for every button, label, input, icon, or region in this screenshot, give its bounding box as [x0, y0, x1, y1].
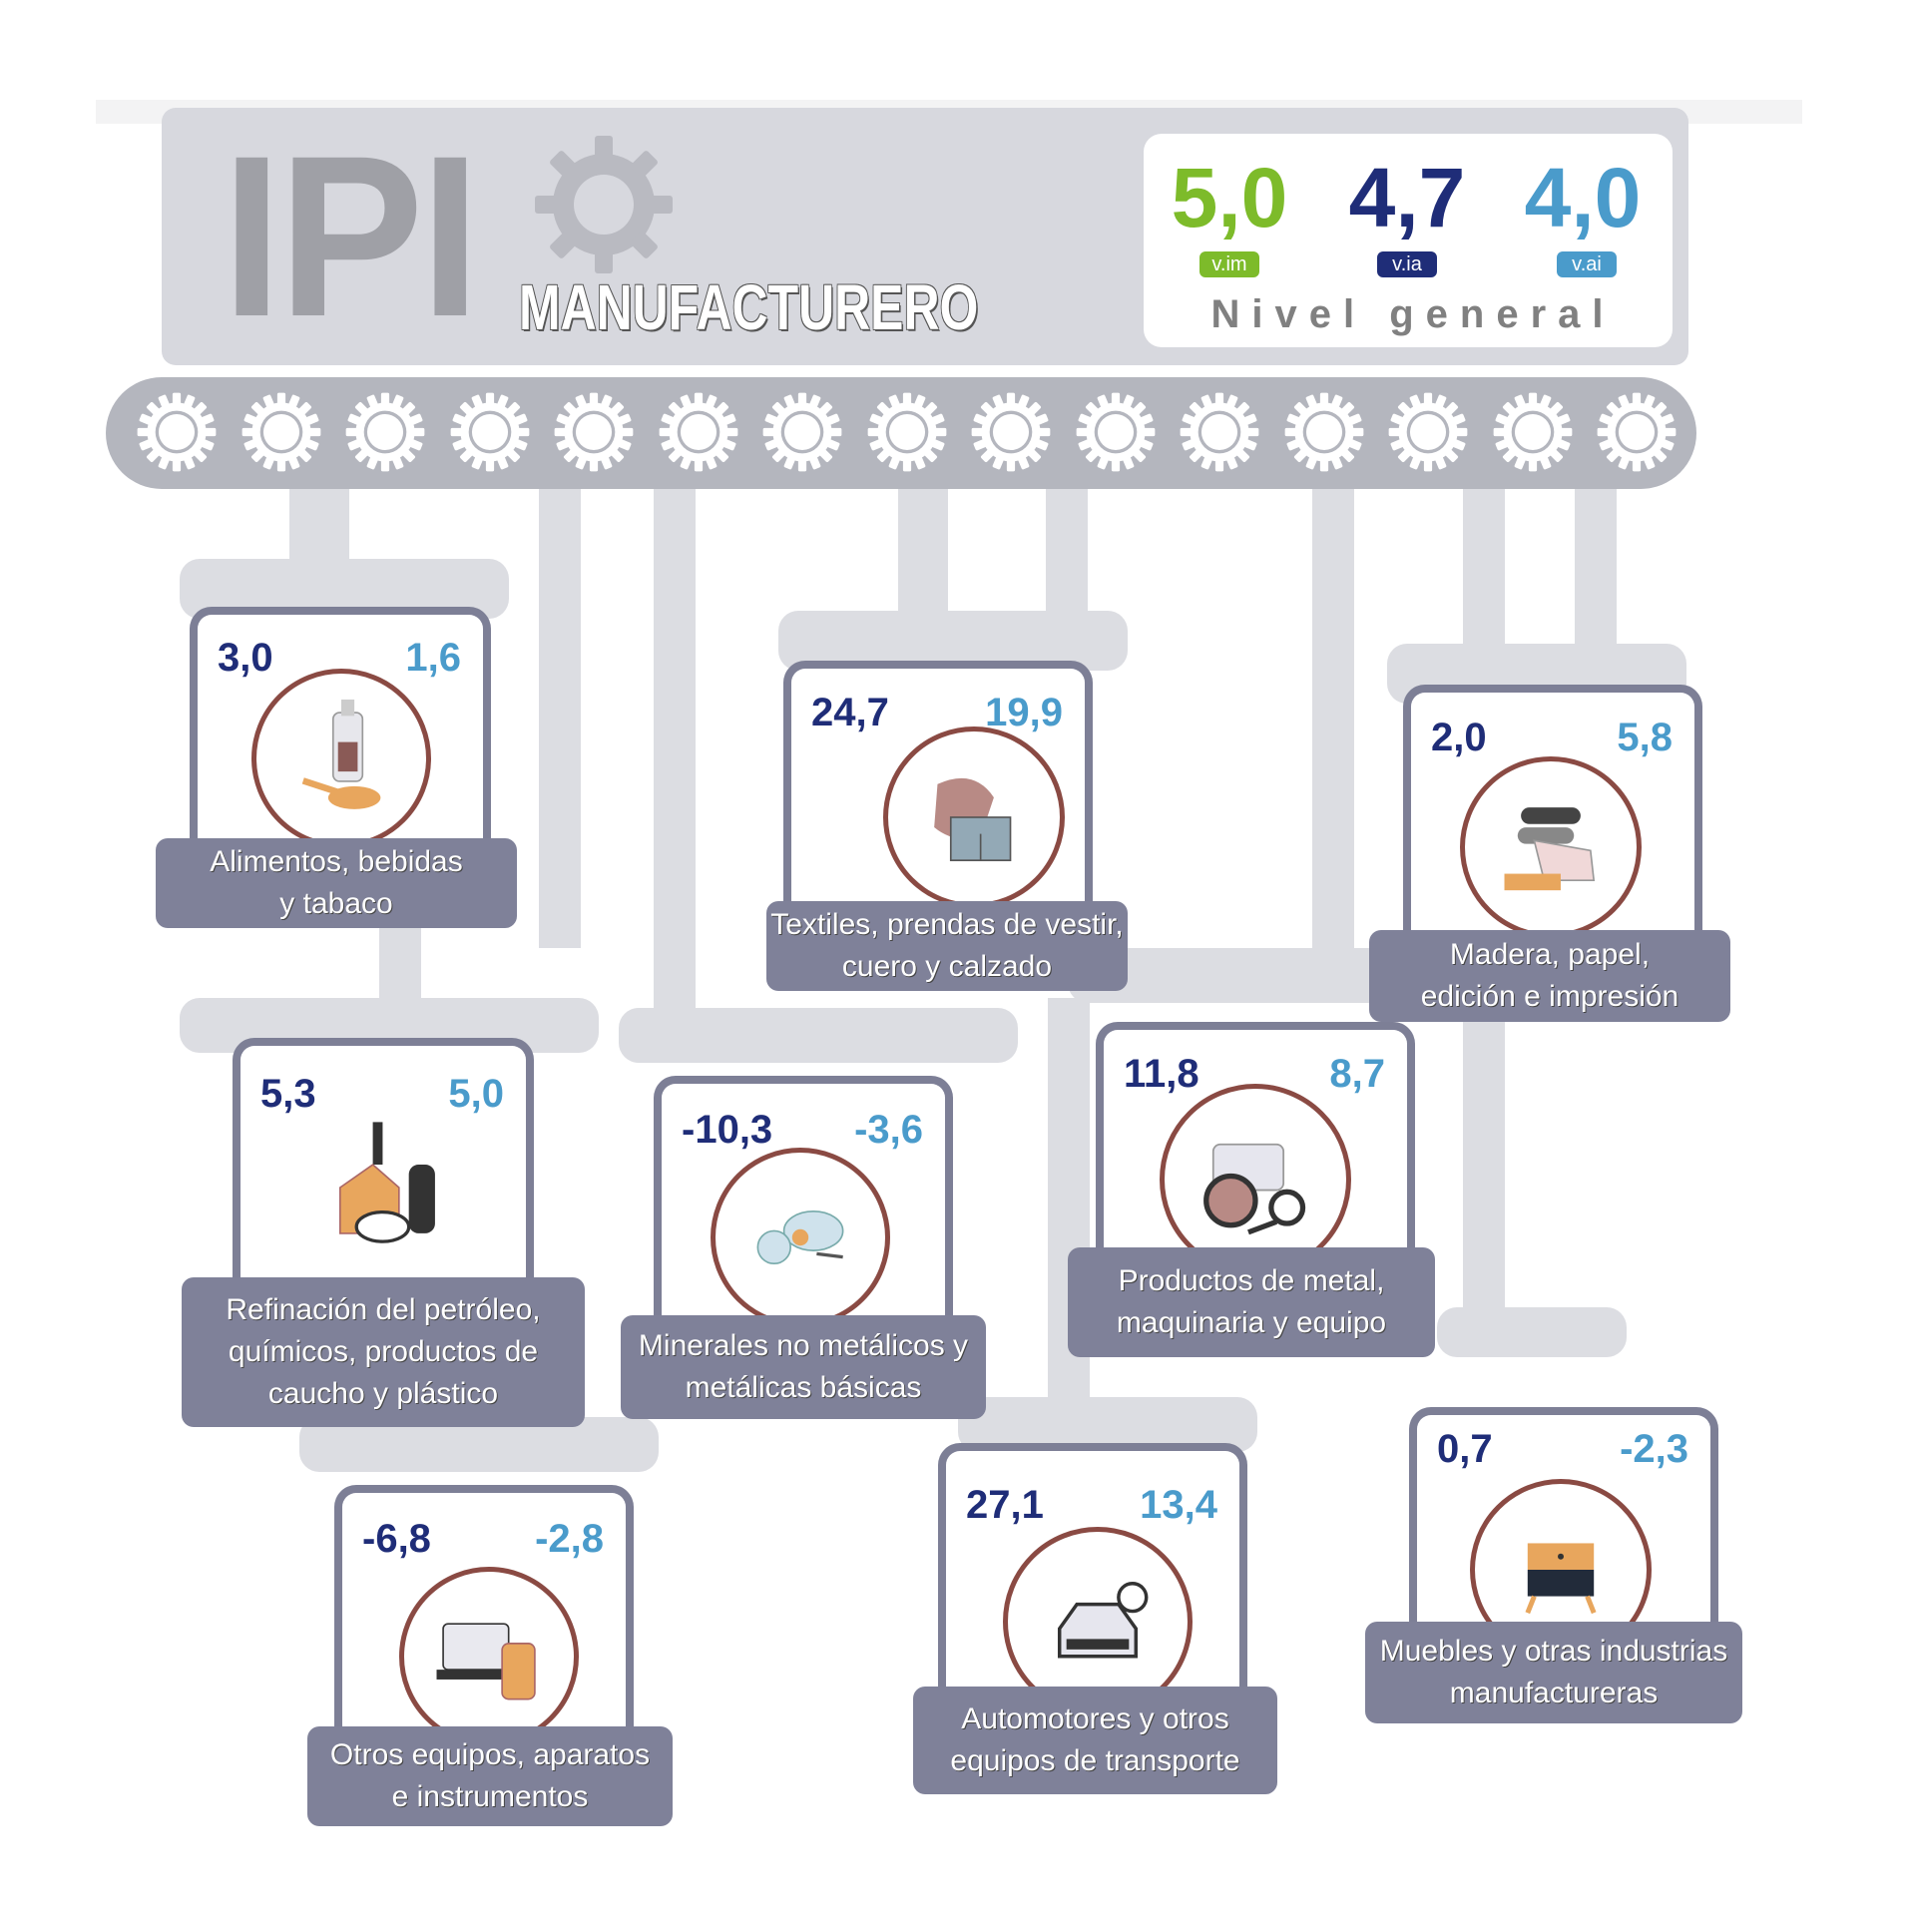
page-title: IPI — [222, 108, 481, 364]
cog-icon — [1180, 392, 1259, 472]
cog-icon — [345, 392, 425, 472]
cog-icon — [137, 392, 217, 472]
page-subtitle: MANUFACTURERO — [519, 271, 979, 343]
tractor-icon — [1203, 1143, 1306, 1235]
cog-icon — [659, 392, 737, 472]
sector-value-vai: 5,0 — [448, 1072, 504, 1116]
sector-value-vai: 5,8 — [1617, 716, 1673, 759]
sector-label: Muebles y otras industrias manufacturera… — [1365, 1622, 1742, 1723]
general-caption: Nivel general — [1210, 292, 1616, 336]
sector-value-via: 24,7 — [811, 691, 889, 734]
textile-icon — [934, 777, 1012, 861]
tag-vim: v.im — [1199, 251, 1259, 277]
sector-value-vai: -3,6 — [854, 1108, 923, 1152]
tag-via: v.ia — [1377, 251, 1437, 277]
laptop-phone-icon — [436, 1623, 536, 1700]
cog-icon — [1076, 392, 1155, 472]
sector-value-via: 3,0 — [218, 636, 273, 680]
cog-icon — [1597, 392, 1676, 472]
cog-icon — [971, 392, 1051, 472]
general-value-vai: 4,0 — [1524, 151, 1642, 244]
cog-icon — [1388, 392, 1468, 472]
sector-value-vai: 8,7 — [1329, 1052, 1385, 1096]
sector-label: Otros equipos, aparatos e instrumentos — [307, 1726, 673, 1826]
tag-vai: v.ai — [1557, 251, 1617, 277]
furniture-icon — [1525, 1543, 1597, 1615]
sector-value-via: 5,3 — [260, 1072, 316, 1116]
paper-roll-icon — [1504, 807, 1596, 891]
sector-value-via: 2,0 — [1431, 716, 1487, 759]
sector-value-via: -6,8 — [362, 1517, 431, 1561]
sector-label: Minerales no metálicos y metálicas básic… — [621, 1315, 986, 1419]
sector-value-vai: -2,3 — [1620, 1427, 1688, 1471]
sector-label: Textiles, prendas de vestir, cuero y cal… — [766, 901, 1128, 991]
general-value-via: 4,7 — [1348, 151, 1466, 244]
sector-value-vai: 13,4 — [1140, 1483, 1217, 1527]
sector-value-via: -10,3 — [682, 1108, 773, 1152]
general-level-panel — [1144, 134, 1673, 347]
sector-label: Productos de metal, maquinaria y equipo — [1068, 1247, 1435, 1357]
cog-icon — [762, 392, 842, 472]
sector-card-frame — [233, 1038, 534, 1285]
sector-value-via: 27,1 — [966, 1483, 1044, 1527]
sector-value-vai: 19,9 — [985, 691, 1063, 734]
cog-icon — [241, 392, 320, 472]
cog-icon — [450, 392, 529, 472]
sector-value-via: 0,7 — [1437, 1427, 1493, 1471]
refinery-icon — [338, 1122, 435, 1243]
sector-label: Automotores y otros equipos de transport… — [913, 1687, 1277, 1794]
cog-icon — [867, 392, 946, 472]
cog-icon — [554, 392, 634, 472]
car-motorcycle-icon — [1057, 1581, 1149, 1659]
gear-icon — [535, 136, 673, 273]
sector-label: Refinación del petróleo, químicos, produ… — [182, 1277, 585, 1427]
cement-mixer-icon — [756, 1209, 844, 1265]
sector-value-via: 11,8 — [1124, 1052, 1199, 1096]
food-drink-icon — [301, 699, 381, 809]
sector-value-vai: -2,8 — [535, 1517, 604, 1561]
cog-icon — [1493, 392, 1572, 472]
general-value-vim: 5,0 — [1171, 151, 1288, 244]
sector-label: Alimentos, bebidas y tabaco — [156, 838, 517, 928]
sector-label: Madera, papel, edición e impresión — [1369, 930, 1730, 1022]
cog-icon — [1284, 392, 1363, 472]
sector-value-vai: 1,6 — [405, 636, 461, 680]
